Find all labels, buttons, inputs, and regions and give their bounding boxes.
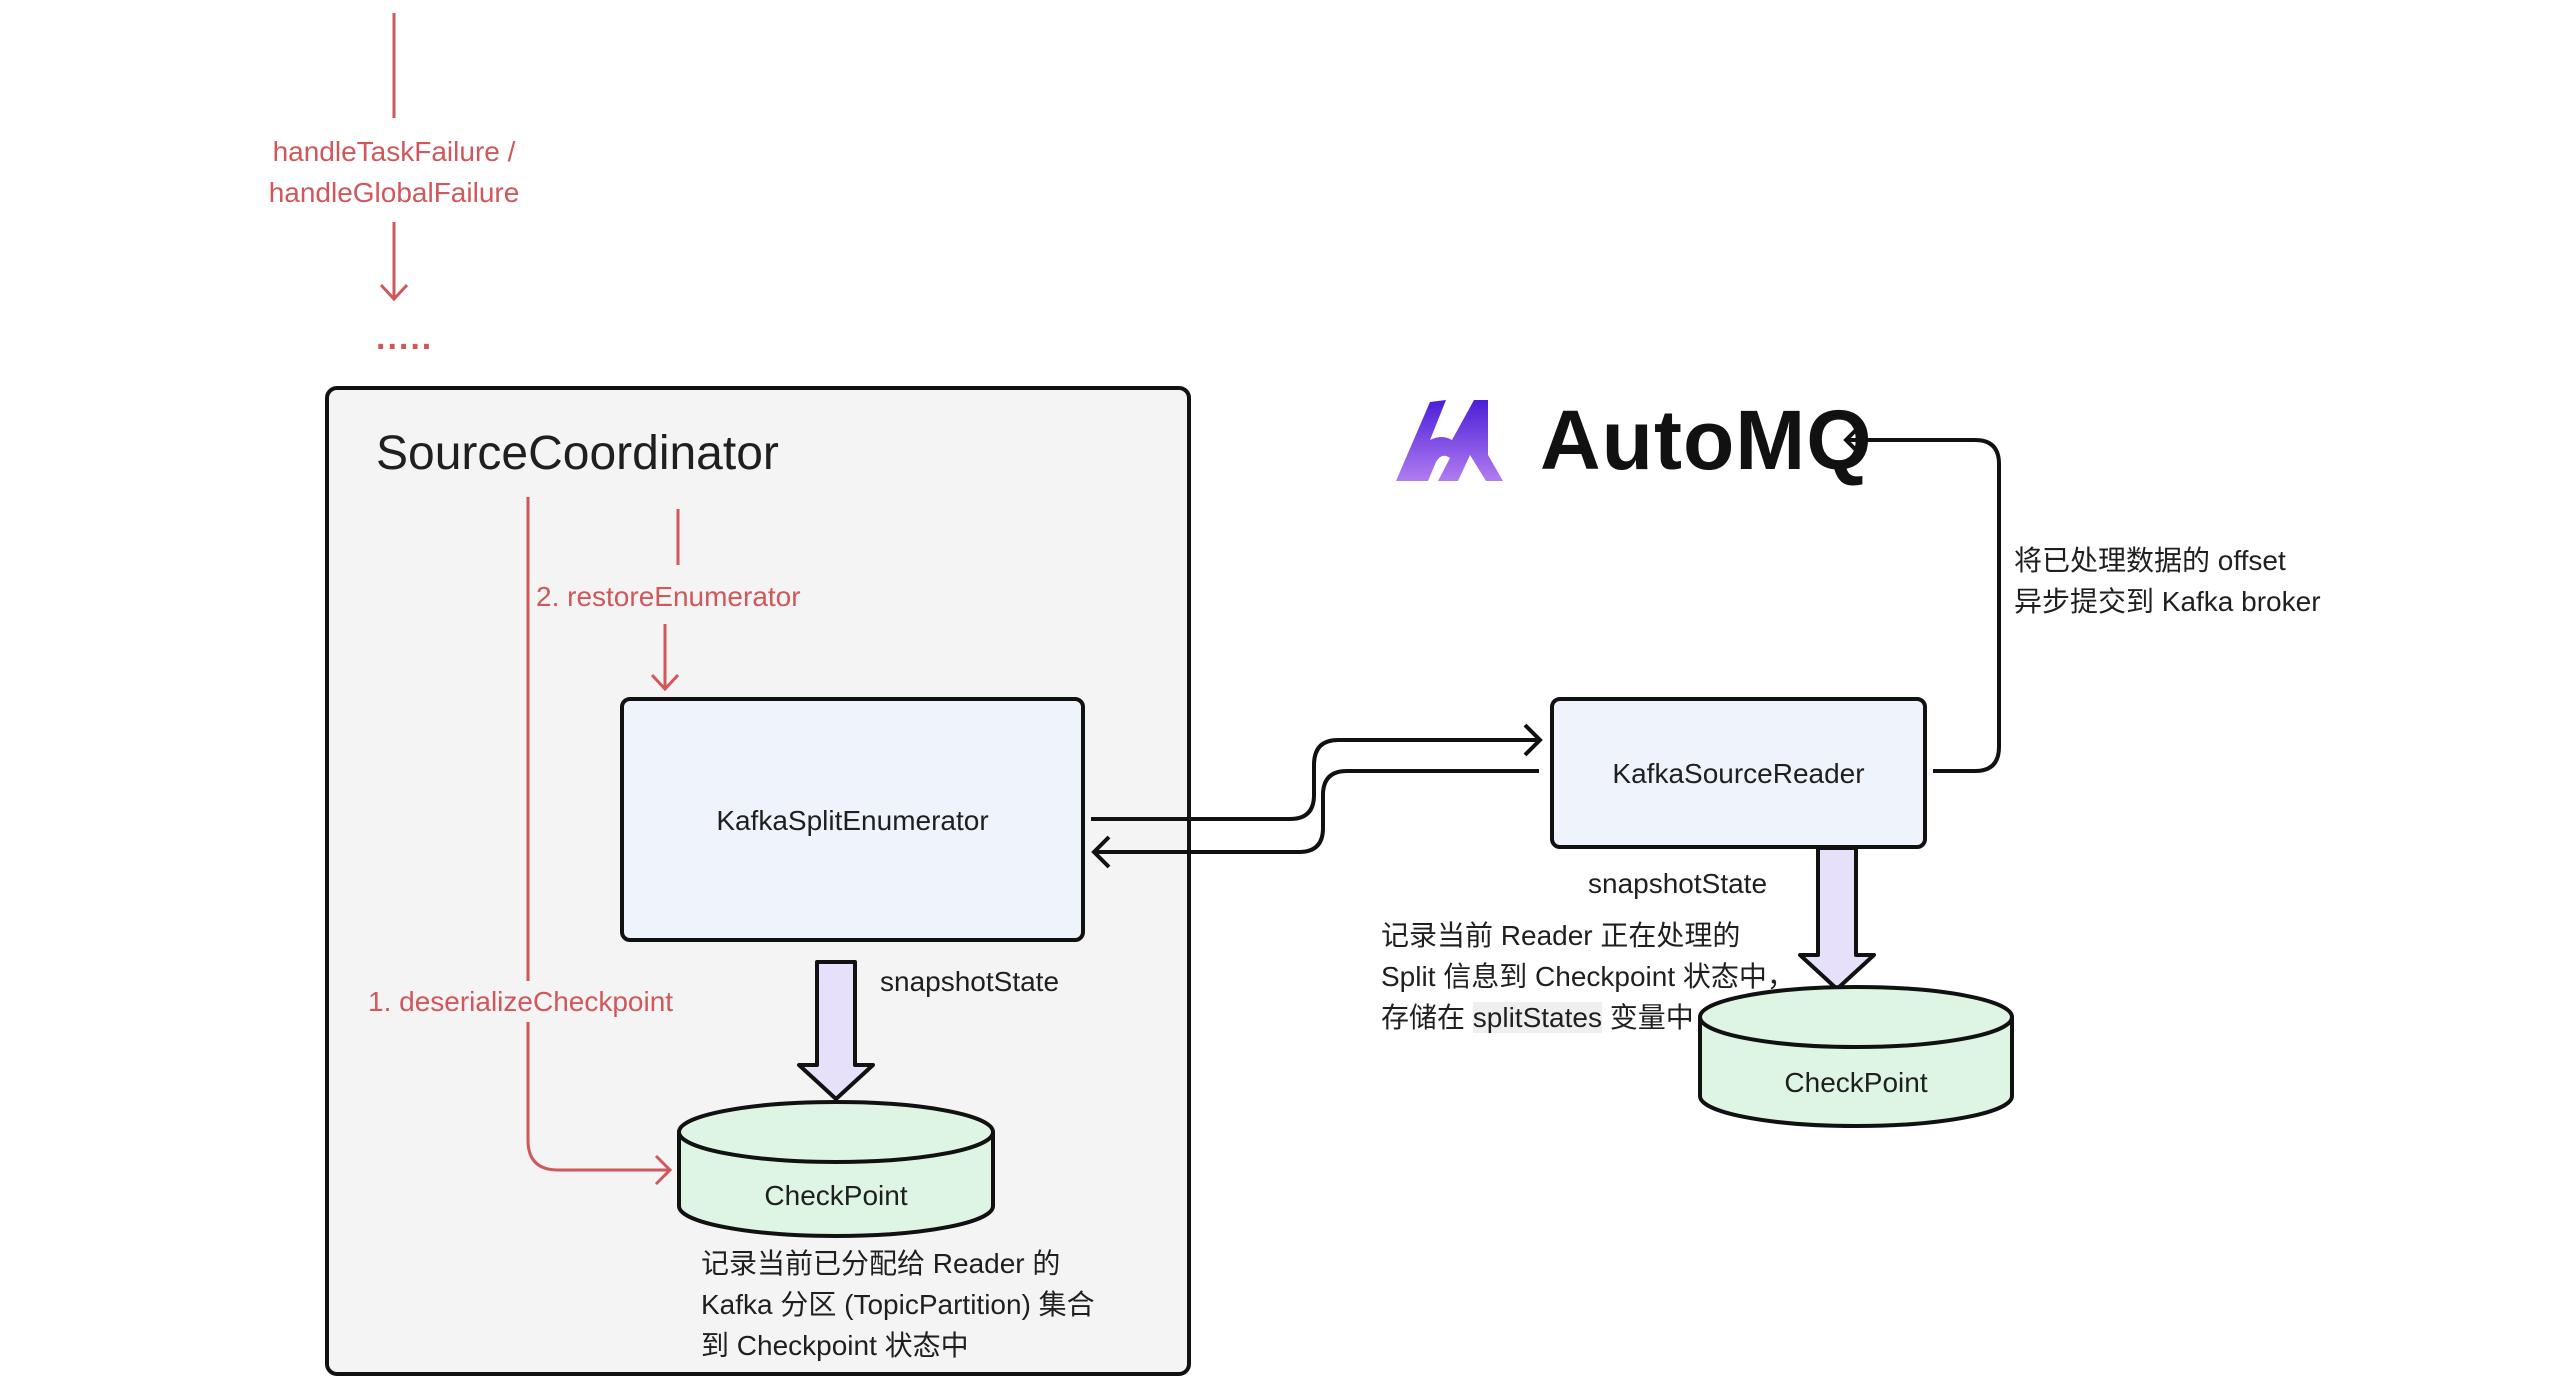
enumerator-to-reader-arrowhead xyxy=(1523,723,1543,757)
restore-enumerator-arrowhead xyxy=(650,673,680,692)
deserialize-checkpoint-arrowhead xyxy=(654,1154,673,1186)
failure-flow-arrowhead xyxy=(379,283,409,302)
offset-commit-note-line1: 将已处理数据的 offset xyxy=(2014,545,2286,576)
reader-state-note-line3-prefix: 存储在 xyxy=(1381,1002,1473,1033)
reader-state-note: 记录当前 Reader 正在处理的 Split 信息到 Checkpoint 状… xyxy=(1381,915,1795,1038)
kafka-source-reader-box[interactable] xyxy=(1550,697,1927,849)
enumerator-checkpoint-note-line2: Kafka 分区 (TopicPartition) 集合 xyxy=(701,1289,1095,1320)
step1-deserialize-checkpoint-label: 1. deserializeCheckpoint xyxy=(368,981,674,1022)
reader-to-enumerator-arrow xyxy=(1096,769,1539,854)
reader-checkpoint-cylinder xyxy=(1698,985,2014,1128)
reader-state-note-line3-suffix: 变量中 xyxy=(1601,1002,1694,1033)
offset-commit-note: 将已处理数据的 offset 异步提交到 Kafka broker xyxy=(2014,540,2321,622)
split-states-code: splitStates xyxy=(1472,1002,1602,1033)
reader-snapshot-label: snapshotState xyxy=(1588,868,1768,899)
automq-logo-icon xyxy=(1396,400,1503,481)
enumerator-checkpoint-note: 记录当前已分配给 Reader 的 Kafka 分区 (TopicPartiti… xyxy=(701,1243,1095,1366)
reader-checkpoint-label: CheckPoint xyxy=(1784,1067,1928,1098)
failure-handler-label-line1: handleTaskFailure / xyxy=(272,136,516,167)
ellipsis-indicator: ..... xyxy=(376,319,434,357)
reader-snapshot-arrow xyxy=(1798,846,1876,991)
kafka-split-enumerator-box[interactable] xyxy=(620,697,1085,942)
step2-restore-enumerator-label: 2. restoreEnumerator xyxy=(536,581,801,612)
offset-commit-path xyxy=(1848,438,2001,773)
deserialize-checkpoint-path xyxy=(526,497,668,1172)
reader-state-note-line2: Split 信息到 Checkpoint 状态中， xyxy=(1381,961,1795,992)
offset-commit-arrowhead xyxy=(1843,423,1863,457)
enumerator-checkpoint-cylinder xyxy=(677,1100,995,1238)
automq-logo-text: AutoMQ xyxy=(1540,393,1873,487)
enumerator-snapshot-arrow xyxy=(797,960,875,1101)
reader-state-note-line1: 记录当前 Reader 正在处理的 xyxy=(1381,920,1741,951)
kafka-source-reader-label: KafkaSourceReader xyxy=(1612,758,1865,789)
reader-to-enumerator-arrowhead xyxy=(1091,835,1111,869)
kafka-split-enumerator-label: KafkaSplitEnumerator xyxy=(716,805,989,836)
source-coordinator-title: SourceCoordinator xyxy=(376,427,779,480)
failure-handler-label-line2: handleGlobalFailure xyxy=(268,177,520,208)
failure-handler-label: handleTaskFailure / handleGlobalFailure xyxy=(244,131,544,213)
enumerator-to-reader-arrow xyxy=(1091,738,1538,821)
enumerator-checkpoint-label: CheckPoint xyxy=(764,1180,908,1211)
enumerator-snapshot-label: snapshotState xyxy=(880,966,1060,997)
reader-state-note-line3: 存储在 splitStates 变量中 xyxy=(1381,997,1795,1038)
enumerator-checkpoint-note-line3: 到 Checkpoint 状态中 xyxy=(701,1330,969,1361)
offset-commit-note-line2: 异步提交到 Kafka broker xyxy=(2014,586,2321,617)
enumerator-checkpoint-note-line1: 记录当前已分配给 Reader 的 xyxy=(701,1248,1061,1279)
